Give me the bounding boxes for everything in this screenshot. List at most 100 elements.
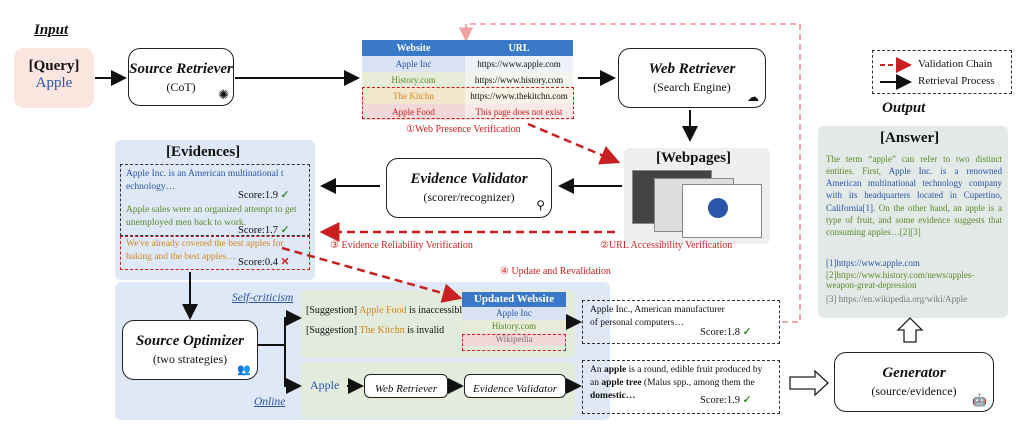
source-retriever-subtitle: (CoT) [166, 80, 196, 94]
evidence-score: Score:1.7 [238, 225, 278, 236]
source-optimizer-title: Source Optimizer [136, 333, 244, 349]
query-label: [Query] [28, 58, 80, 74]
answer-ref-1: [1]https://www.apple.com [826, 258, 920, 268]
result-1-text: Apple Inc., American manufacturer of per… [590, 305, 725, 328]
answer-text-2: Apple Inc. is a renowned American multin… [826, 166, 1002, 213]
evidences-panel [115, 140, 315, 280]
source-optimizer-node: Source Optimizer (two strategies) 👥 [122, 320, 258, 380]
result-score: Score:1.8 [700, 327, 740, 338]
updated-website-row: History.com [462, 320, 566, 333]
online-label: Online [254, 396, 286, 408]
webpage-screenshot-stack [632, 170, 762, 240]
generator-subtitle: (source/evidence) [871, 384, 957, 398]
evidences-title: [Evidences] [166, 144, 241, 160]
online-query: Apple [310, 378, 340, 392]
input-heading: Input [34, 22, 69, 38]
table-row-site: Apple Food [362, 104, 465, 120]
table-row-url: https://www.apple.com [465, 56, 573, 72]
step3-label: ③ Evidence Reliability Verification [330, 240, 473, 251]
result-1-box [582, 300, 780, 344]
evidence-3-box [120, 236, 310, 270]
answer-text-1: The term “apple” can refer to two distin… [826, 154, 1002, 177]
updated-website-row: Wikipedia [462, 333, 566, 346]
step1-label: ①Web Presence Verification [406, 124, 521, 135]
source-optimizer-subtitle: (two strategies) [152, 352, 228, 366]
table-row-url: https://www.history.com [465, 72, 573, 88]
table-row-url: https://www.thekitchn.com [465, 88, 573, 104]
evidence-validator-node: Evidence Validator (scorer/recognizer) ⚲ [386, 158, 552, 218]
website-table: Website URL Apple Inc https://www.apple.… [362, 40, 573, 120]
online-evidence-validator-label: Evidence Validator [472, 383, 557, 395]
invalid-rows-highlight [362, 87, 574, 119]
web-retriever-title: Web Retriever [648, 61, 736, 77]
self-criticism-label: Self-criticism [232, 292, 294, 304]
generator-title: Generator [882, 365, 946, 381]
suggestion-site: The Kitchn [359, 325, 405, 336]
suggestion-reason: is inaccessible [406, 305, 467, 316]
result-score: Score:1.9 [700, 395, 740, 406]
online-web-retriever: Web Retriever [364, 374, 448, 398]
check-icon: ✓ [742, 395, 752, 406]
evidences-list [120, 164, 310, 236]
web-retriever-subtitle: (Search Engine) [653, 80, 731, 94]
result-2-score: Score:1.9 ✓ [700, 394, 751, 406]
step2-label: ②URL Accessibility Verification [600, 240, 733, 251]
suggestion-2: [Suggestion] The Kitchn is invalid [306, 324, 444, 338]
evidence-3-score: Score:0.4 ✕ [238, 256, 289, 268]
online-evidence-validator: Evidence Validator [464, 374, 566, 398]
output-panel [818, 126, 1008, 318]
legend-retrieval-label: Retrieval Process [918, 75, 995, 87]
query-box: [Query] Apple [14, 48, 94, 108]
answer-ref-3: [3] https://en.wikipedia.org/wiki/Apple [826, 294, 968, 304]
result-2-part: (Malus spp., among them the [641, 377, 755, 388]
wikipedia-highlight [462, 334, 566, 351]
answer-text-3: On the other hand, an apple is a type of… [826, 202, 1002, 237]
web-retriever-node: Web Retriever (Search Engine) ☁ [618, 48, 766, 108]
answer-text: The term “apple” can refer to two distin… [826, 153, 1002, 238]
evidence-validator-subtitle: (scorer/recognizer) [423, 190, 515, 204]
legend-box [872, 50, 1012, 94]
suggestion-prefix: [Suggestion] [306, 325, 360, 336]
evidence-1-score: Score:1.9 ✓ [238, 189, 289, 201]
result-2-box [582, 360, 780, 414]
evidence-3-text: We've already covered the best apples fo… [126, 239, 284, 262]
table-row-site: History.com [362, 72, 465, 88]
legend-validation-label: Validation Chain [918, 58, 993, 70]
table-row-url: This page does not exist [465, 104, 573, 120]
brain-icon: ✺ [218, 87, 229, 102]
source-retriever-node: Source Retriever (CoT) ✺ [128, 48, 234, 106]
robot-icon: 🤖 [972, 393, 987, 407]
answer-title: [Answer] [880, 130, 940, 146]
magnifier-icon: ⚲ [536, 198, 545, 212]
check-icon: ✓ [742, 327, 752, 338]
cross-icon: ✕ [280, 257, 290, 268]
result-2-bold: apple [604, 365, 627, 375]
suggestion-site: Apple Food [359, 305, 407, 316]
table-row-site: Apple Inc [362, 56, 465, 72]
check-icon: ✓ [280, 225, 290, 236]
evidence-validator-title: Evidence Validator [410, 171, 528, 187]
cloud-icon: ☁ [747, 90, 759, 104]
users-icon: 👥 [237, 364, 251, 376]
result-2-bold: domestic… [590, 390, 636, 401]
check-icon: ✓ [280, 190, 290, 201]
result-2-part: An [590, 365, 604, 375]
table-header-url: URL [508, 42, 530, 54]
evidence-2-score: Score:1.7 ✓ [238, 224, 289, 236]
result-2-bold: apple tree [601, 377, 642, 388]
evidence-1-text: Apple Inc. is an American multinational … [126, 169, 284, 192]
generator-node: Generator (source/evidence) 🤖 [834, 352, 994, 412]
updated-website-row: Apple Inc [462, 307, 566, 320]
updated-website-table: Updated Website Apple Inc History.com Wi… [462, 292, 566, 346]
updated-website-title: Updated Website [462, 292, 566, 307]
output-heading: Output [882, 100, 926, 116]
step4-label: ④ Update and Revalidation [500, 266, 611, 277]
evidence-2-text: Apple sales were an organized attempt to… [126, 205, 297, 228]
answer-ref-2: [2]https://www.history.com/news/apples-w… [826, 270, 975, 290]
webpage-logo-icon [708, 198, 728, 218]
suggestion-1: [Suggestion] Apple Food is inaccessible [306, 304, 467, 318]
table-row-site: The Kitchn [362, 88, 465, 104]
result-2-part: is a round, edible fruit produced by an [590, 365, 763, 388]
evidence-score: Score:1.9 [238, 190, 278, 201]
